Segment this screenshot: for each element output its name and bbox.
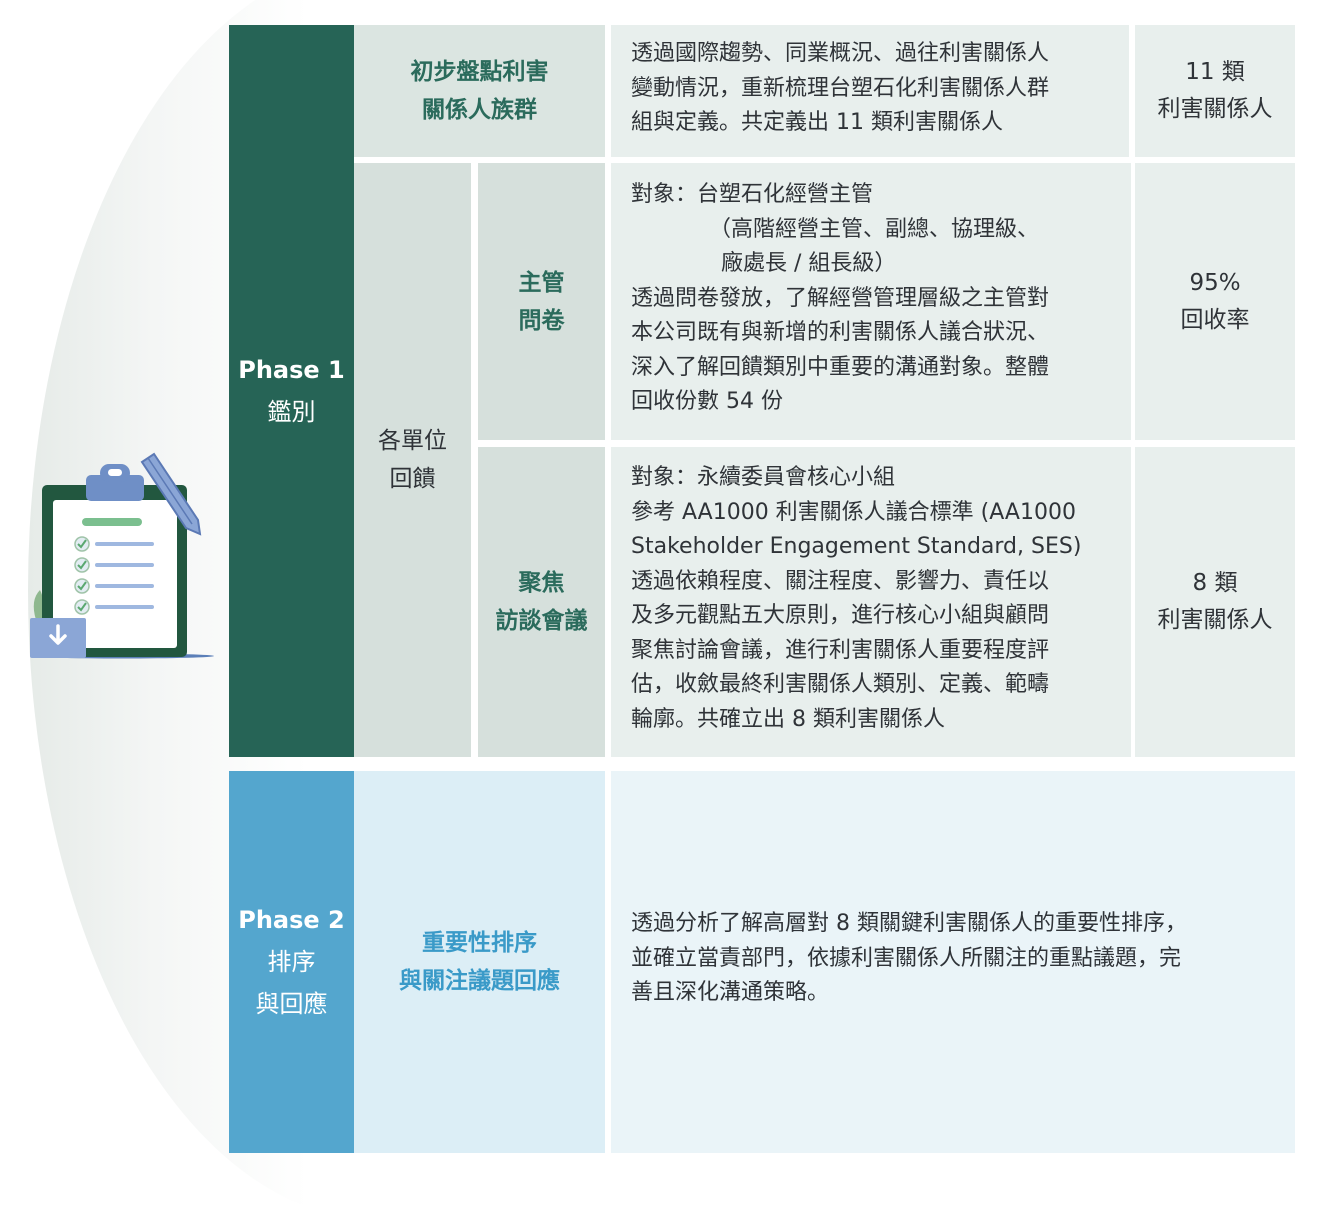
initial-inventory-description: 透過國際趨勢、同業概況、過往利害關係人 變動情況，重新梳理台塑石化利害關係人群 …	[611, 25, 1129, 157]
method-line: 聚焦	[518, 570, 565, 596]
description-line: 回收份數 54 份	[631, 389, 783, 414]
focus-interview-description: 對象：永續委員會核心小組 參考 AA1000 利害關係人議合標準 (AA1000…	[611, 447, 1131, 757]
method-line: 主管	[518, 269, 565, 296]
ranking-response-category: 重要性排序 與關注議題回應	[354, 771, 605, 1153]
pencil-icon	[140, 452, 202, 536]
description-line: 組與定義。共定義出 11 類利害關係人	[631, 110, 1003, 135]
manager-survey-method: 主管 問卷	[478, 163, 605, 440]
description-line: （高階經營主管、副總、協理級、	[709, 216, 1040, 242]
category-line: 與關注議題回應	[399, 968, 560, 994]
description-line: 及多元觀點五大原則，進行核心小組與顧問	[631, 603, 1050, 628]
description-line: 輪廓。共確立出 8 類利害關係人	[631, 706, 945, 732]
description-line: 估，收斂最終利害關係人類別、定義、範疇	[631, 672, 1050, 697]
manager-survey-description: 對象：台塑石化經營主管 （高階經營主管、副總、協理級、 廠處長 / 組長級） 透…	[611, 163, 1131, 440]
description-line: 變動情況，重新梳理台塑石化利害關係人群	[631, 75, 1050, 101]
phase2-label: Phase 2 排序 與回應	[229, 771, 354, 1153]
initial-inventory-result: 11 類 利害關係人	[1135, 25, 1295, 157]
group-label-line: 各單位	[378, 428, 447, 454]
group-label-line: 回饋	[389, 466, 436, 492]
description-line: 本公司既有與新增的利害關係人議合狀況、	[631, 320, 1050, 345]
description-line: Stakeholder Engagement Standard, SES)	[631, 534, 1082, 559]
category-line: 重要性排序	[422, 930, 537, 956]
clipboard-checklist-icon	[30, 452, 214, 659]
result-value: 11 類	[1185, 59, 1245, 85]
result-unit: 利害關係人	[1157, 607, 1273, 633]
result-unit: 回收率	[1180, 306, 1250, 333]
category-line: 關係人族群	[422, 97, 537, 123]
description-line: 參考 AA1000 利害關係人議合標準 (AA1000	[631, 499, 1076, 525]
method-line: 問卷	[518, 307, 565, 334]
description-line: 透過依賴程度、關注程度、影響力、責任以	[631, 568, 1050, 594]
download-box-icon	[30, 618, 86, 658]
phase2-title: Phase 2	[238, 906, 345, 934]
description-line: 對象：永續委員會核心小組	[631, 465, 896, 490]
description-line: 透過問卷發放，了解經營管理層級之主管對	[631, 285, 1050, 311]
result-value: 8 類	[1192, 570, 1238, 596]
description-line: 深入了解回饋類別中重要的溝通對象。整體	[631, 354, 1050, 380]
description-line: 聚焦討論會議，進行利害關係人重要程度評	[631, 637, 1050, 663]
description-line: 對象：台塑石化經營主管	[631, 182, 874, 207]
description-line: 透過分析了解高層對 8 類關鍵利害關係人的重要性排序，	[631, 911, 1187, 937]
description-line: 廠處長 / 組長級）	[721, 251, 897, 276]
unit-feedback-label: 各單位 回饋	[354, 163, 471, 757]
category-line: 初步盤點利害	[410, 59, 549, 85]
initial-inventory-category: 初步盤點利害 關係人族群	[354, 25, 605, 157]
manager-survey-result: 95% 回收率	[1135, 163, 1295, 440]
result-value: 95%	[1189, 269, 1241, 296]
method-line: 訪談會議	[495, 608, 588, 634]
result-unit: 利害關係人	[1157, 96, 1273, 122]
phase1-title: Phase 1	[238, 356, 345, 384]
phase1-label: Phase 1 鑑別	[229, 25, 354, 757]
focus-interview-result: 8 類 利害關係人	[1135, 447, 1295, 757]
phase2-subtitle: 排序	[267, 948, 316, 976]
description-line: 透過國際趨勢、同業概況、過往利害關係人	[631, 41, 1050, 66]
ranking-response-description: 透過分析了解高層對 8 類關鍵利害關係人的重要性排序， 並確立當責部門，依據利害…	[611, 771, 1295, 1153]
phase2-subtitle: 與回應	[255, 990, 328, 1018]
focus-interview-method: 聚焦 訪談會議	[478, 447, 605, 757]
description-line: 並確立當責部門，依據利害關係人所關注的重點議題，完	[631, 945, 1182, 971]
phase1-subtitle: 鑑別	[267, 398, 316, 426]
description-line: 善且深化溝通策略。	[631, 980, 830, 1006]
